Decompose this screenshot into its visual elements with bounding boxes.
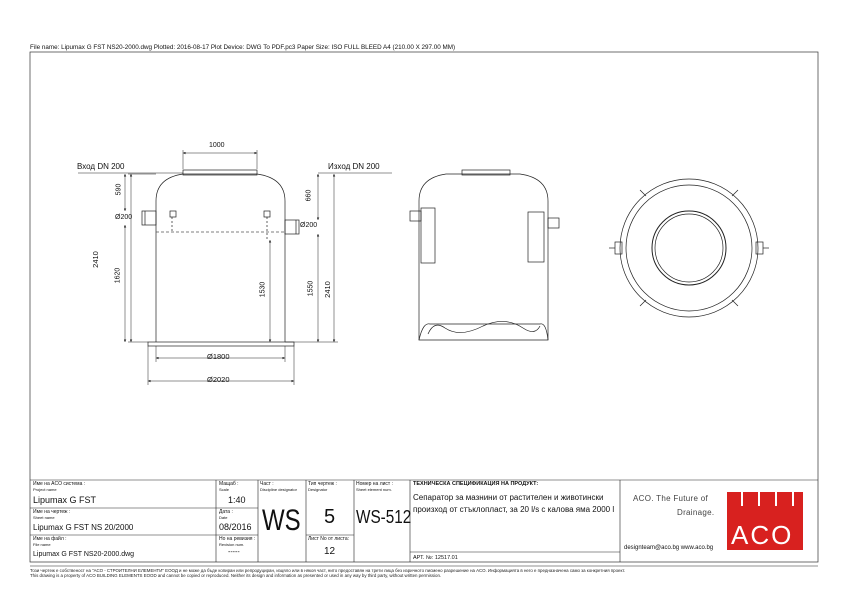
project-value: Lipumax G FST <box>33 495 97 505</box>
front-view <box>141 169 300 347</box>
scale-label: Мащаб : <box>219 481 239 487</box>
spec-line1: Сепаратор за мазнини от растителен и жив… <box>413 493 604 502</box>
dim-d1800: Ø1800 <box>207 352 230 361</box>
footer-line-1: Този чертеж е собственост на "АСО - СТРО… <box>30 568 626 573</box>
tank-body <box>155 173 286 342</box>
aco-logo-text: ACO <box>731 520 794 550</box>
dim-1550: 1550 <box>307 280 315 297</box>
sheet-border <box>29 51 819 563</box>
top-view <box>609 178 769 318</box>
rev-value: ----- <box>228 549 240 556</box>
date-value: 08/2016 <box>219 522 252 532</box>
outlet-label: Изход DN 200 <box>328 162 380 171</box>
file-sub: File name <box>33 542 51 547</box>
spec-title: ТЕХНИЧЕСКА СПЕЦИФИКАЦИЯ НА ПРОДУКТ: <box>413 481 539 487</box>
dim-pipe-right: Ø200 <box>300 222 318 229</box>
inner-opening <box>651 210 727 286</box>
dim-590: 590 <box>115 183 123 196</box>
aco-logo: ACO <box>727 492 803 550</box>
date-label: Дата : <box>219 509 233 515</box>
part-sub: Discipline designator <box>260 487 297 492</box>
project-sub: Project name <box>33 487 57 492</box>
footer-line-2: This drawing is a property of ACO BUILDI… <box>30 573 442 578</box>
side-body <box>418 173 549 340</box>
dim-top-width: 1000 <box>209 142 225 149</box>
outer-ring <box>619 178 759 318</box>
outlet-pipe <box>284 219 300 235</box>
dim-d2020: Ø2020 <box>207 375 230 384</box>
dim-pipe-left: Ø200 <box>115 214 133 221</box>
rev-sub: Revision num. <box>219 542 245 547</box>
dim-1530: 1530 <box>259 281 267 298</box>
side-view <box>409 169 560 341</box>
front-dimensions <box>78 150 392 385</box>
dim-2410-right: 2410 <box>322 281 332 298</box>
part-value: WS <box>262 504 301 537</box>
date-sub: Date <box>219 515 228 520</box>
side-outlet <box>547 217 560 229</box>
file-label: Име на файл : <box>33 536 67 542</box>
dim-660: 660 <box>305 189 313 202</box>
designer-value: 5 <box>324 506 336 528</box>
sheets-value: 12 <box>324 546 336 557</box>
inlet-label: Вход DN 200 <box>77 162 125 171</box>
inlet-pipe <box>141 210 157 226</box>
title-block-grid <box>30 479 818 567</box>
number-label: Номер на лист : <box>356 481 393 487</box>
aco-contact: designteam@aco.bg www.aco.bg <box>624 545 714 551</box>
scale-sub: Scale <box>219 487 230 492</box>
file-header: File name: Lipumax G FST NS20-2000.dwg P… <box>30 44 456 51</box>
art-number: АРТ. №: 12517.01 <box>413 555 458 561</box>
dim-1620: 1620 <box>114 267 122 284</box>
base-plate <box>147 341 295 347</box>
designer-label: Тип чертеж : <box>308 481 337 487</box>
sheet-value: Lipumax G FST NS 20/2000 <box>33 523 134 532</box>
part-label: Част : <box>260 481 274 487</box>
number-sub: Sheet element num. <box>356 487 392 492</box>
sheets-label: Лист No от листа: <box>308 536 349 542</box>
rev-label: Но на ревизия : <box>219 536 256 542</box>
tank-neck <box>182 169 258 176</box>
sheet-label: Име на чертеж : <box>33 509 71 515</box>
number-value: WS-512 <box>356 507 412 527</box>
file-value: Lipumax G FST NS20-2000.dwg <box>33 551 135 558</box>
dim-2410-left: 2410 <box>90 251 100 268</box>
aco-tagline-1: ACO. The Future of <box>633 494 709 503</box>
sheet-sub: Sheet name <box>33 515 55 520</box>
spec-line2: произход от стъклопласт, за 20 l/s с кал… <box>413 505 615 514</box>
aco-tagline-2: Drainage. <box>677 508 715 517</box>
designer-sub: Designator <box>308 487 328 492</box>
project-label: Име на ACO система : <box>33 481 86 487</box>
scale-value: 1:40 <box>228 495 246 505</box>
